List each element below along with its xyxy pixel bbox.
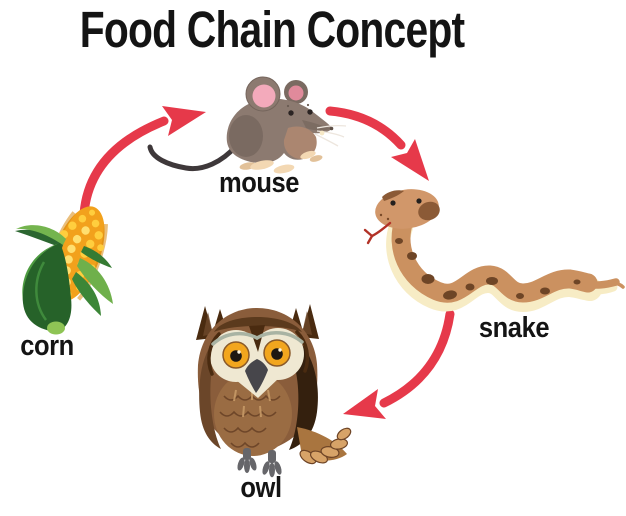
owl-illustration (196, 304, 352, 478)
corn-illustration (15, 206, 113, 335)
owl-chest (214, 372, 292, 456)
mouse-brow-dot (286, 104, 290, 108)
mouse-brow-dot (306, 103, 310, 107)
mouse-foot (250, 160, 274, 170)
snake-body (391, 211, 598, 303)
husk-leaf-vein (35, 261, 48, 321)
snake-illustration (363, 189, 625, 313)
mouse-chin-highlight (319, 130, 325, 136)
owl-face-rim (207, 332, 221, 376)
mouse-haunch (229, 115, 263, 157)
arrow-shaft (379, 309, 455, 408)
page-title: Food Chain Concept (79, 1, 465, 58)
snake-tongue (363, 221, 392, 245)
arrow-snake-to-owl (343, 309, 455, 419)
snake-eye (390, 200, 396, 206)
mouse-foot (273, 164, 295, 174)
mouse-illustration (147, 76, 347, 174)
arrow-mouse-to-snake (325, 106, 429, 181)
snake-nostril (386, 217, 390, 221)
owl-brow (255, 331, 304, 344)
mouse-whiskers (314, 124, 347, 147)
husk-leaf-right (77, 258, 113, 304)
mouse-front-paw (300, 150, 316, 160)
owl-head-band (214, 317, 302, 332)
mouse-ear-front-inner (252, 84, 276, 108)
mouse-ear-back-inner (288, 85, 304, 101)
mouse-front-paw (309, 155, 323, 162)
owl-tail (297, 427, 352, 465)
snake-head-patch (418, 201, 440, 221)
mouse-tail (147, 143, 239, 172)
owl-feet (237, 448, 282, 478)
owl-brow (211, 331, 259, 346)
snake-head-patch (382, 190, 404, 201)
mouse-eye (307, 109, 313, 115)
arrow-shaft (325, 106, 406, 150)
husk-leaf-right-lower (72, 272, 101, 316)
owl-face-rim (295, 330, 310, 373)
husk-leaf-right-upper (81, 246, 112, 268)
owl-eye-left (222, 341, 250, 369)
label-corn: corn (20, 330, 74, 362)
owl-wing-left (199, 340, 221, 449)
label-mouse: mouse (218, 167, 300, 199)
husk-leaf-front (22, 243, 72, 332)
snake-spots (395, 238, 581, 300)
arrow-head (162, 106, 206, 136)
mouse-eye (288, 110, 294, 116)
arrow-corn-to-mouse (79, 106, 206, 219)
label-snake: snake (478, 312, 550, 344)
mouse-chest-patch (283, 126, 317, 159)
arrow-shaft (79, 116, 169, 219)
snake-nostril (379, 213, 383, 217)
label-owl: owl (240, 472, 282, 504)
husk-leaf-front-highlight (22, 243, 61, 301)
owl-tuft-highlight (203, 312, 213, 336)
owl-eye-right (263, 339, 291, 367)
husk-leaf-upper-left-shadow (15, 229, 64, 248)
arrow-head (343, 389, 386, 419)
mouse-snout-shade (302, 120, 331, 131)
snake-tail-tip (610, 281, 625, 289)
snake-eye (416, 198, 422, 204)
mouse-nose (329, 126, 334, 131)
arrow-head (391, 139, 429, 181)
owl-tuft-highlight (302, 311, 312, 335)
owl-beak (245, 359, 268, 393)
corn-stem-tip (47, 321, 65, 335)
husk-leaf-upper-left (16, 225, 66, 245)
